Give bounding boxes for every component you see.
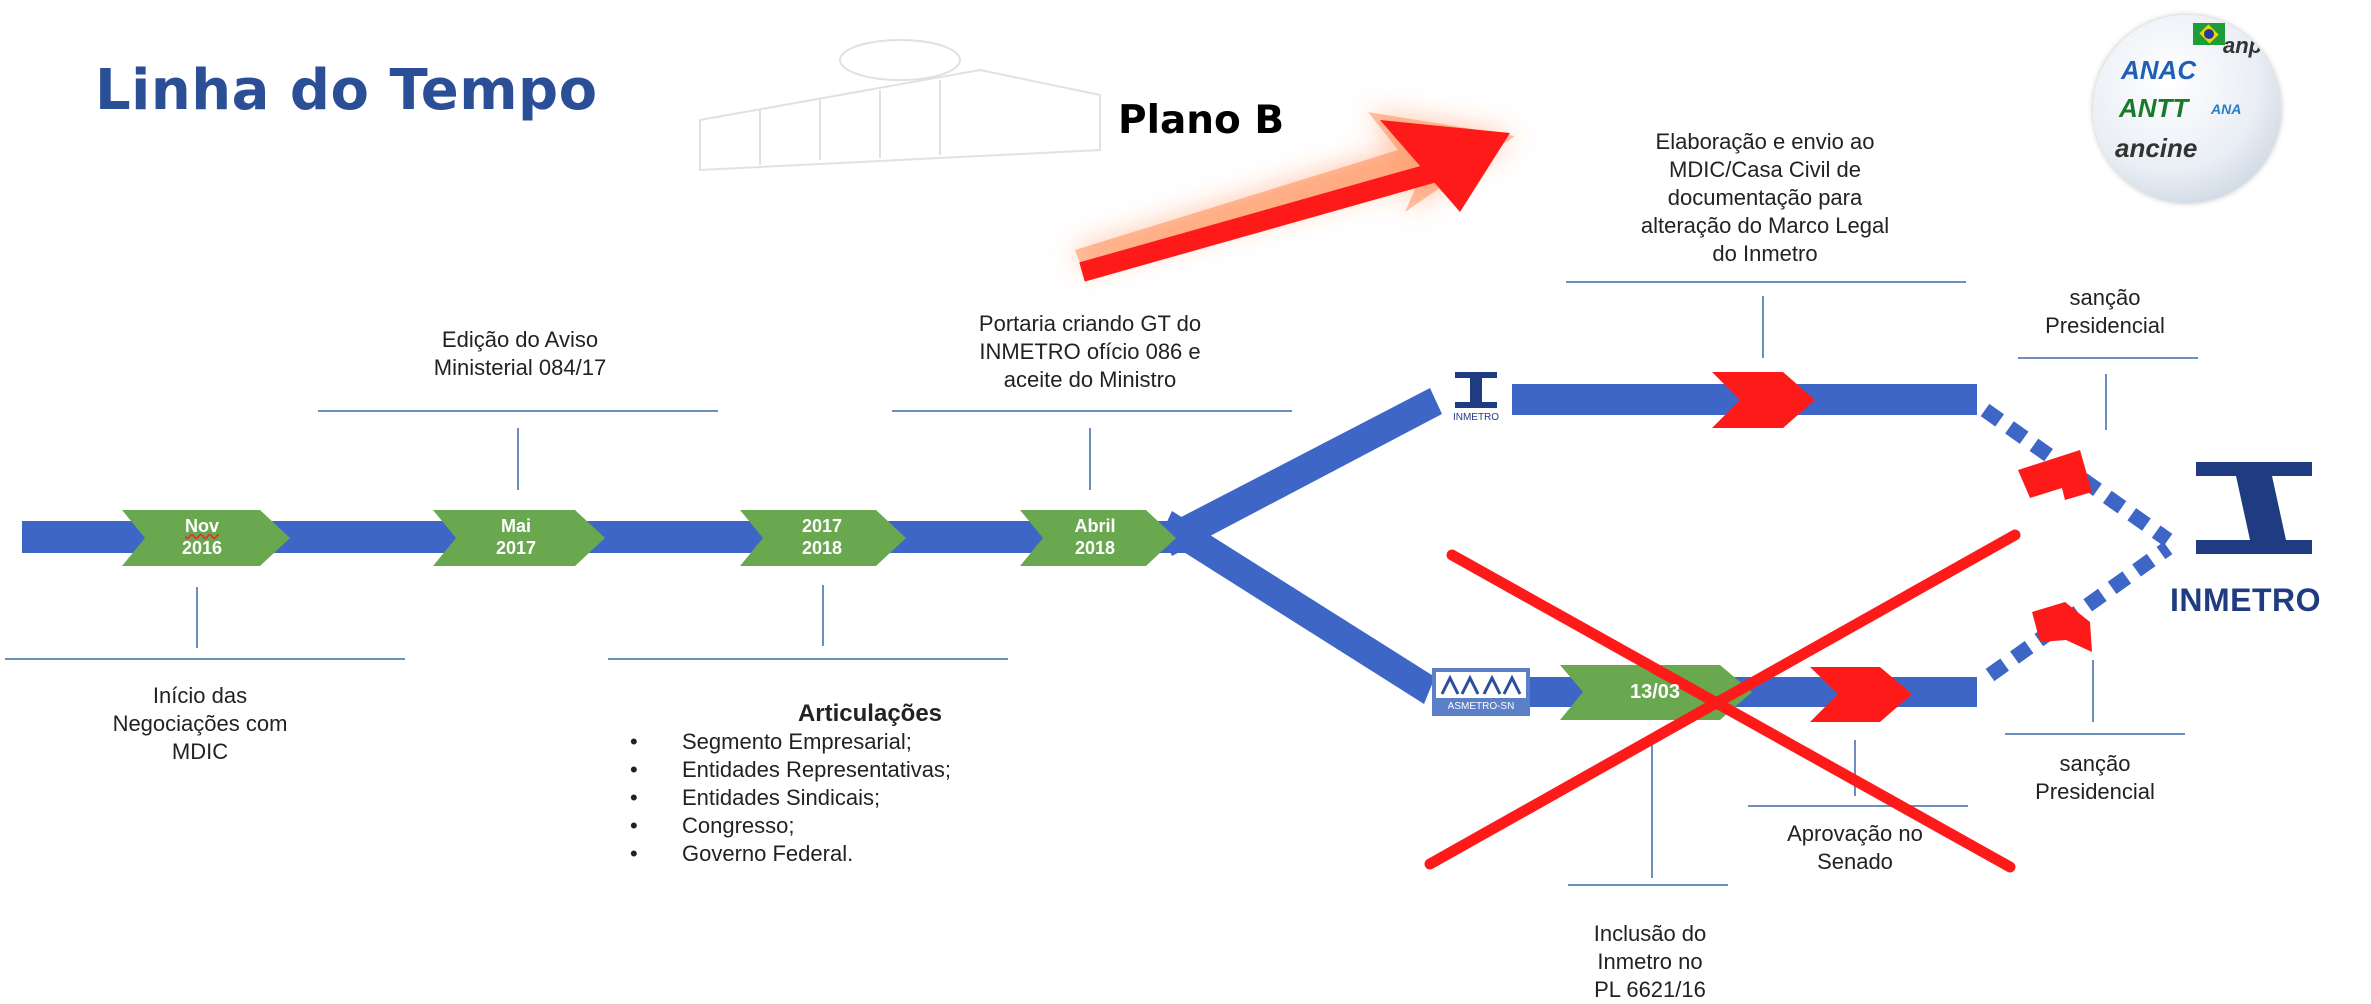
red-chevron [1810,667,1912,722]
list-item: Segmento Empresarial; [620,728,1080,756]
lower-dotted-connector [1985,541,2173,682]
list-item: Entidades Representativas; [620,756,1080,784]
milestone-chevron [433,510,605,566]
anac-logo-text: ANAC [2121,55,2197,85]
ana-logo-text: ANA [2211,101,2242,117]
anp-logo-text: anp [2223,33,2263,58]
lower-branch-bar [1160,511,1435,704]
antt-logo-text: ANTT [2119,93,2189,123]
plano-b-arrow-shape [1079,120,1510,282]
plano-b-label: Plano B [1118,98,1285,143]
asmetro-caption: ASMETRO-SN [1447,701,1515,712]
list-item: Governo Federal. [620,840,1080,868]
inmetro-large-caption: INMETRO [2170,582,2322,618]
upper-branch-bar [1160,388,1442,556]
milestone-chevron [1020,510,1176,566]
page-title: Linha do Tempo [95,58,598,123]
cancel-x-mark [1424,529,2021,873]
asmetro-logo [1432,668,1530,716]
articulacoes-list: Articulações Segmento Empresarial; Entid… [620,700,1080,868]
list-item: Congresso; [620,812,1080,840]
annotation-brackets [5,281,2198,886]
red-chevron [1712,372,1815,428]
brazil-flag-icon [2193,23,2225,45]
upper-dotted-connector [1980,403,2173,547]
lower-milestone-label: 13/03 [1629,681,1681,703]
articulacoes-heading: Articulações [797,700,943,727]
red-chevron [2018,450,2092,500]
building-watermark [699,39,1101,172]
agencies-globe-logo: ANAC ANTT ANA ancine anp [2093,15,2281,203]
inmetro-small-caption: INMETRO [1452,412,1500,423]
list-item: Entidades Sindicais; [620,784,1080,812]
inmetro-large-logo [2196,462,2312,554]
red-chevron [2032,602,2092,652]
plano-b-arrow [1075,112,1515,268]
milestone-chevron [122,510,290,566]
ancine-logo-text: ancine [2115,133,2198,163]
milestone-chevron [740,510,906,566]
inmetro-small-logo [1442,368,1510,428]
